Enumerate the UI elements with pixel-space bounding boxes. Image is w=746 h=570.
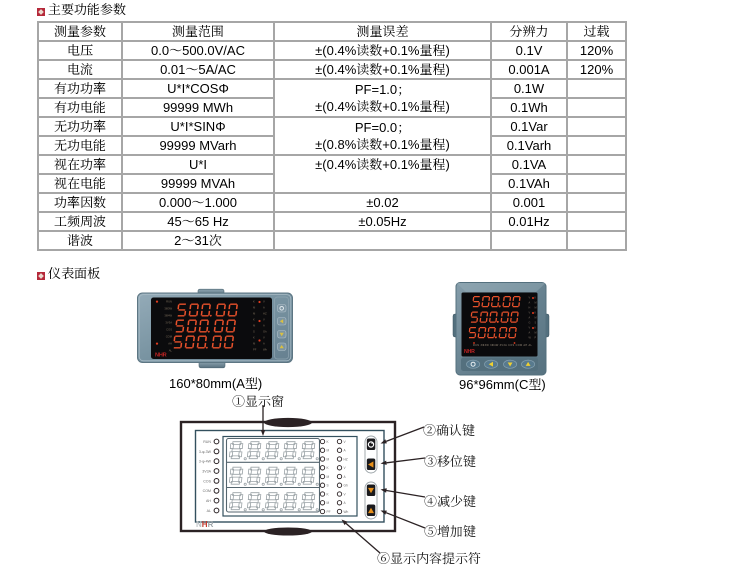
svg-text:M: M bbox=[253, 306, 256, 310]
svg-text:M: M bbox=[535, 332, 537, 335]
svg-text:M: M bbox=[327, 501, 330, 505]
svg-text:A: A bbox=[529, 332, 531, 335]
svg-text:3-φ-3W: 3-φ-3W bbox=[199, 450, 212, 454]
svg-text:K: K bbox=[535, 312, 537, 315]
svg-text:A: A bbox=[529, 302, 531, 305]
svg-text:Gh: Gh bbox=[263, 330, 267, 334]
svg-text:A: A bbox=[263, 342, 265, 346]
svg-text:M: M bbox=[327, 457, 330, 461]
svg-text:V: V bbox=[529, 297, 531, 300]
svg-text:M: M bbox=[535, 307, 537, 310]
svg-text:3-φ-4W: 3-φ-4W bbox=[199, 460, 212, 464]
svg-text:3Φ4W: 3Φ4W bbox=[164, 314, 172, 318]
svg-text:V: V bbox=[344, 466, 347, 470]
svg-text:K: K bbox=[327, 440, 330, 444]
svg-text:V: V bbox=[263, 300, 265, 304]
svg-text:M: M bbox=[327, 475, 330, 479]
svg-text:AL: AL bbox=[169, 349, 173, 353]
svg-text:NHR: NHR bbox=[196, 520, 214, 529]
svg-text:NHR: NHR bbox=[464, 349, 475, 355]
svg-text:COM: COM bbox=[203, 489, 211, 493]
svg-text:V: V bbox=[529, 327, 531, 330]
svg-text:K: K bbox=[327, 466, 330, 470]
svg-text:HZ: HZ bbox=[344, 457, 348, 461]
svg-text:A: A bbox=[263, 306, 265, 310]
svg-text:V: V bbox=[263, 318, 265, 322]
svg-text:COM: COM bbox=[166, 335, 173, 339]
svg-text:A: A bbox=[529, 317, 531, 320]
svg-text:V: V bbox=[344, 492, 347, 496]
svg-text:A: A bbox=[263, 324, 265, 328]
svg-text:S: S bbox=[327, 484, 329, 488]
svg-text:A: A bbox=[344, 449, 347, 453]
svg-text:RUN: RUN bbox=[166, 300, 172, 304]
svg-text:RUN 3Φ3W 3Φ4W 3V3A COS COM AH: RUN 3Φ3W 3Φ4W 3V3A COS COM AH AL bbox=[473, 344, 532, 347]
svg-text:S: S bbox=[535, 322, 537, 325]
svg-text:A: A bbox=[344, 501, 347, 505]
svg-text:S: S bbox=[253, 330, 255, 334]
svg-text:AH: AH bbox=[206, 499, 211, 503]
svg-text:HZ: HZ bbox=[263, 312, 267, 316]
svg-text:3V3A: 3V3A bbox=[202, 470, 211, 474]
svg-text:M: M bbox=[535, 302, 537, 305]
svg-text:PF: PF bbox=[253, 348, 257, 352]
svg-text:A: A bbox=[344, 475, 347, 479]
svg-text:Wh: Wh bbox=[344, 510, 349, 514]
svg-text:RUN: RUN bbox=[203, 440, 211, 444]
svg-text:Wh: Wh bbox=[263, 348, 268, 352]
svg-text:M: M bbox=[535, 317, 537, 320]
svg-text:H: H bbox=[529, 307, 531, 310]
svg-text:V: V bbox=[529, 312, 531, 315]
svg-text:NHR: NHR bbox=[155, 353, 167, 359]
svg-text:M: M bbox=[253, 324, 256, 328]
svg-text:M: M bbox=[253, 342, 256, 346]
svg-text:COS: COS bbox=[203, 479, 211, 483]
svg-text:3V3A: 3V3A bbox=[165, 321, 172, 325]
svg-text:COS: COS bbox=[166, 328, 172, 332]
svg-text:V: V bbox=[344, 440, 347, 444]
svg-text:K: K bbox=[535, 327, 537, 330]
svg-text:K: K bbox=[253, 336, 255, 340]
svg-text:PF: PF bbox=[327, 510, 331, 514]
svg-text:W: W bbox=[529, 337, 532, 340]
svg-text:K: K bbox=[535, 297, 537, 300]
svg-text:G: G bbox=[529, 322, 531, 325]
svg-text:K: K bbox=[327, 492, 330, 496]
svg-text:3Φ3W: 3Φ3W bbox=[164, 307, 172, 311]
svg-text:K: K bbox=[253, 318, 255, 322]
svg-text:AL: AL bbox=[207, 509, 211, 513]
svg-text:V: V bbox=[263, 336, 265, 340]
svg-text:AH: AH bbox=[168, 342, 172, 346]
svg-text:M: M bbox=[253, 312, 256, 316]
svg-text:P: P bbox=[535, 337, 537, 340]
svg-text:Gh: Gh bbox=[344, 484, 348, 488]
svg-text:K: K bbox=[253, 300, 255, 304]
svg-text:M: M bbox=[327, 449, 330, 453]
